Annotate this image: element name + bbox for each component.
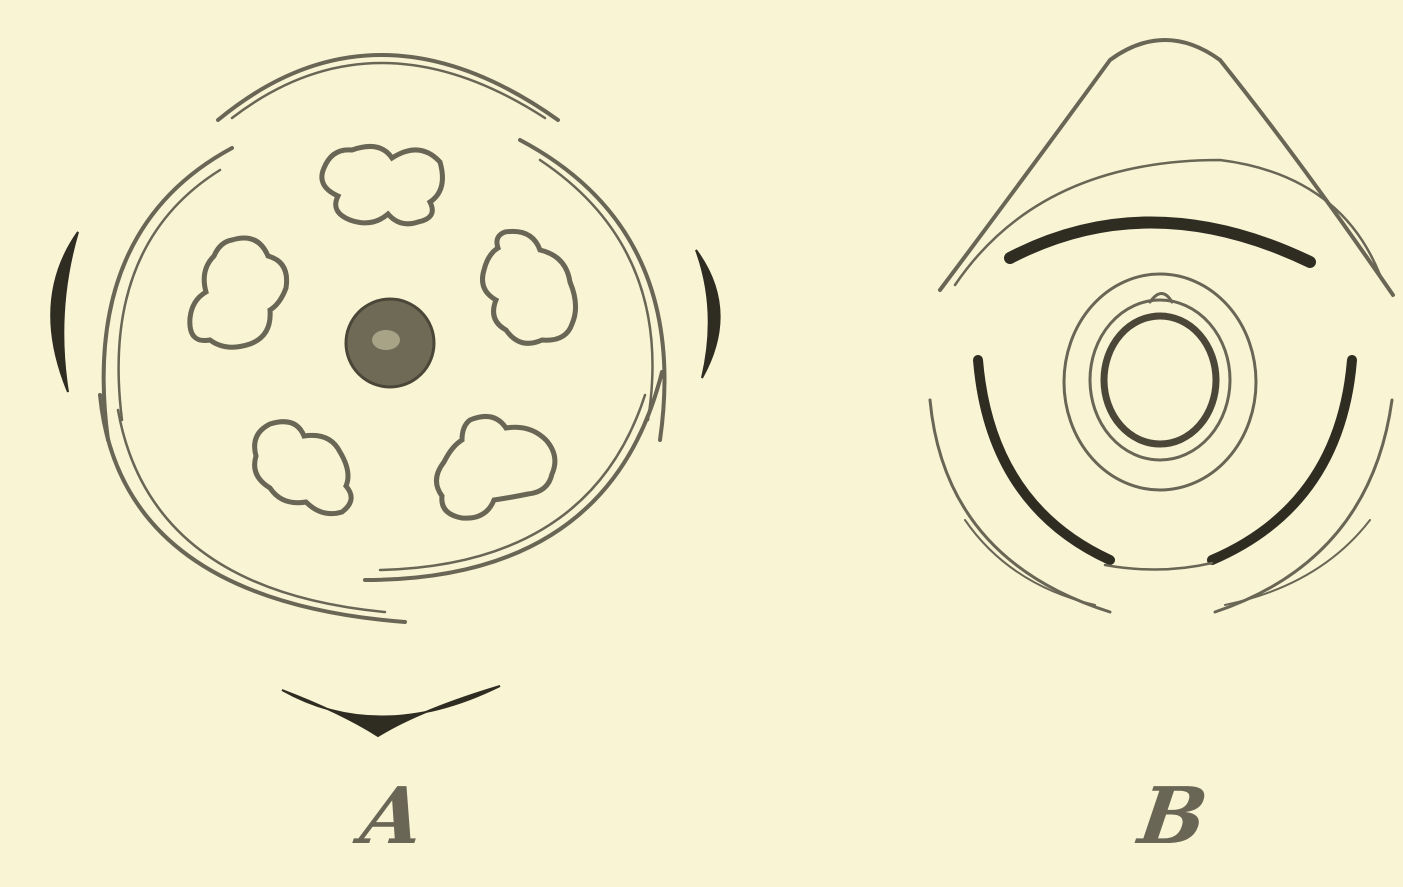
diagram-b-envelope-left-inner bbox=[965, 520, 1095, 605]
diagram-a-anther-upper-left bbox=[190, 238, 287, 347]
diagram-a-petal-left bbox=[104, 148, 232, 440]
diagram-a-bract-bottom bbox=[282, 686, 500, 736]
diagram-b-perianth-bottom bbox=[1105, 563, 1212, 570]
diagram-a-bract-left bbox=[51, 232, 78, 392]
diagram-b-ring-outer bbox=[1064, 274, 1256, 490]
diagram-a bbox=[51, 55, 719, 736]
diagram-a-petal-right bbox=[520, 140, 665, 440]
diagram-a-anther-lower-right bbox=[436, 416, 554, 518]
diagram-b-envelope-right bbox=[1215, 400, 1392, 612]
diagram-a-ovary-highlight bbox=[372, 330, 400, 350]
diagram-a-anther-lower-left bbox=[255, 422, 352, 514]
diagram-b-ovule bbox=[1104, 316, 1216, 444]
diagram-a-anther-top bbox=[322, 146, 443, 223]
diagram-a-petal-top bbox=[218, 55, 558, 120]
diagram-a-label: A bbox=[357, 778, 428, 856]
diagram-a-bract-right bbox=[696, 250, 720, 378]
diagram-b-ring-middle bbox=[1090, 300, 1230, 460]
diagram-b-label: B bbox=[1135, 778, 1212, 856]
diagram-a-petal-bottom-left bbox=[100, 395, 405, 622]
diagram-b-envelope-right-inner bbox=[1225, 520, 1370, 605]
diagram-b-perianth-top bbox=[1010, 222, 1310, 262]
diagram-a-anther-upper-right bbox=[483, 231, 576, 343]
diagram-b-envelope-left bbox=[930, 400, 1110, 612]
diagram-a-petal-bottom-right bbox=[365, 372, 662, 580]
diagram-b-perianth-right bbox=[1212, 360, 1352, 560]
diagram-b bbox=[930, 40, 1393, 612]
